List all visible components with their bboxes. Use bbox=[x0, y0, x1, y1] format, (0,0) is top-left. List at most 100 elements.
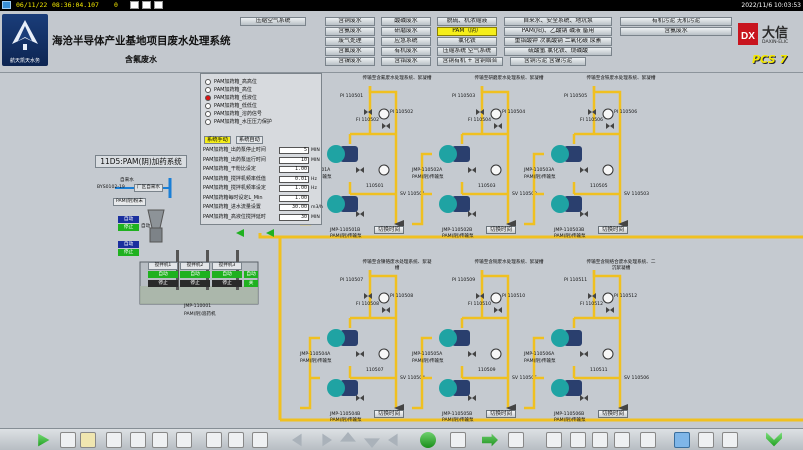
user-icon[interactable] bbox=[674, 432, 690, 448]
next-picture-icon[interactable] bbox=[482, 433, 498, 447]
refresh-icon[interactable] bbox=[420, 432, 436, 448]
switch-time-button[interactable]: 切换时间 bbox=[486, 226, 517, 234]
switch-time-button[interactable]: 切换时间 bbox=[486, 410, 517, 418]
pump-c-tag: 110509 bbox=[478, 368, 496, 373]
print-picture-icon[interactable] bbox=[508, 432, 524, 448]
pressure-tag: PI 110502 bbox=[390, 110, 414, 115]
list-icon[interactable] bbox=[130, 432, 146, 448]
mixer-auto-button[interactable]: 自动 bbox=[180, 271, 210, 278]
faceplate-icon[interactable] bbox=[206, 432, 222, 448]
parameter-input[interactable]: 0.01 bbox=[279, 175, 309, 183]
back-icon[interactable] bbox=[292, 433, 302, 447]
alarm-icon[interactable] bbox=[80, 432, 96, 448]
parameter-input[interactable]: 30.00 bbox=[279, 204, 309, 211]
tank-tag: JMP-110001 bbox=[184, 304, 212, 309]
indicator-row: PAM加药箱_高位 bbox=[205, 86, 252, 94]
valve-name: 厂区自来水 bbox=[134, 184, 163, 192]
nav-button[interactable]: 含铜污泥 含镍污泥 bbox=[510, 57, 586, 66]
nav-button[interactable]: 含铜有机 + 含铜络合 bbox=[437, 57, 503, 66]
report-icon[interactable] bbox=[106, 432, 122, 448]
down-icon[interactable] bbox=[364, 438, 380, 448]
message-icon[interactable] bbox=[130, 1, 139, 9]
hopper-auto-button[interactable]: 自动 bbox=[118, 216, 139, 223]
mixer-auto-button[interactable]: 自动 bbox=[212, 271, 242, 278]
table-icon[interactable] bbox=[152, 432, 168, 448]
indicator-label: PAM加药箱_低低位 bbox=[214, 103, 257, 109]
picture-recall-icon[interactable] bbox=[570, 432, 586, 448]
help-icon[interactable] bbox=[722, 432, 738, 448]
nav-button[interactable]: 废气处理 bbox=[325, 37, 375, 46]
nav-button[interactable]: 研磨废水 bbox=[381, 27, 431, 36]
hopper-stop-button[interactable]: 停止 bbox=[118, 224, 139, 231]
nav-button[interactable]: 重铬酸钾 次氯酸钠 二氧化碳 尿素 bbox=[504, 37, 612, 46]
operator-icon[interactable] bbox=[640, 432, 656, 448]
switch-time-button[interactable]: 切换时间 bbox=[598, 226, 629, 234]
switch-time-button[interactable]: 切换时间 bbox=[374, 226, 405, 234]
parameter-input[interactable]: 10 bbox=[279, 156, 309, 164]
trend-icon[interactable] bbox=[176, 432, 192, 448]
nav-button[interactable]: 含氨废水 bbox=[620, 27, 732, 36]
key-icon[interactable] bbox=[698, 432, 714, 448]
nav-button[interactable]: 含铜废水 bbox=[325, 17, 375, 26]
config-icon[interactable] bbox=[252, 432, 268, 448]
parameter-input[interactable]: 1.00 bbox=[279, 166, 309, 173]
nav-button[interactable]: 压缩系统 空气系统 bbox=[437, 47, 497, 56]
nav-button[interactable]: 应急系统 bbox=[381, 37, 431, 46]
pump-a-name: PAM(阴)传输泵 bbox=[412, 175, 444, 180]
message-list-icon[interactable] bbox=[614, 432, 630, 448]
parameter-label: PAM加药箱_高液位搅拌延时 bbox=[203, 213, 266, 220]
parameter-input[interactable]: 30 bbox=[279, 213, 309, 221]
pump-c-tag: 110507 bbox=[366, 368, 384, 373]
mixer-auto-button[interactable]: 自动 bbox=[148, 271, 178, 278]
mixer-stop-button[interactable]: 停止 bbox=[212, 280, 242, 287]
nav-button[interactable]: 含铬废水 bbox=[381, 57, 431, 66]
nav-button[interactable]: 有机废水 bbox=[381, 47, 431, 56]
up-icon[interactable] bbox=[340, 432, 356, 442]
switch-time-button[interactable]: 切换时间 bbox=[598, 410, 629, 418]
nav-button[interactable]: 氯化铁 bbox=[437, 37, 497, 46]
mixer-off-button[interactable]: 关 bbox=[244, 280, 258, 287]
feeder-auto-button[interactable]: 自动 bbox=[118, 241, 139, 248]
nav-button[interactable]: 自来水、安全系统、地坑泵 bbox=[504, 17, 612, 26]
overview-icon[interactable] bbox=[60, 432, 76, 448]
mode-tab[interactable]: 系统手动 bbox=[204, 136, 231, 144]
print-icon[interactable] bbox=[142, 1, 151, 9]
switch-time-button[interactable]: 切换时间 bbox=[374, 410, 405, 418]
mixer-stop-button[interactable]: 停止 bbox=[180, 280, 210, 287]
daxin-logo: DX 大信 DAXIN-ELIC bbox=[736, 21, 800, 49]
left-icon[interactable] bbox=[388, 433, 398, 447]
parameter-label: PAM加药箱_出药泵运行时间 bbox=[203, 156, 266, 163]
parameter-input[interactable]: 1.00 bbox=[279, 185, 309, 192]
parameter-label: PAM加药箱_进水流量设置 bbox=[203, 204, 261, 210]
lock-icon[interactable] bbox=[154, 1, 163, 9]
nav-button[interactable]: 含氨废水 bbox=[325, 27, 375, 36]
mixer-stop-button[interactable]: 停止 bbox=[148, 280, 178, 287]
mode-tab[interactable]: 系统自动 bbox=[236, 136, 263, 144]
system-icon[interactable] bbox=[228, 432, 244, 448]
zoom-in-icon[interactable] bbox=[450, 432, 466, 448]
brand-caption: 航天凯天水务 bbox=[9, 58, 40, 64]
loop-icon[interactable] bbox=[592, 432, 608, 448]
nav-button[interactable]: PAM（阴） bbox=[437, 27, 497, 36]
start-icon[interactable] bbox=[38, 433, 50, 447]
nav-button[interactable]: 酸碱废水 bbox=[381, 17, 431, 26]
parameter-input[interactable]: 1.00 bbox=[279, 194, 309, 202]
mixer-extra-button[interactable]: 自动 bbox=[244, 271, 258, 278]
nav-button[interactable]: 有机污泥 无机污泥 bbox=[620, 17, 732, 26]
system-menu-icon[interactable] bbox=[2, 1, 11, 9]
nav-button[interactable]: PAM(阳)、乙酸钠 碱液 备用 bbox=[504, 27, 612, 36]
nav-button[interactable]: 含镍废水 bbox=[325, 57, 375, 66]
picture-store-icon[interactable] bbox=[546, 432, 562, 448]
nav-button[interactable]: 硫酸氢 氯化铁、烧碱酸 bbox=[504, 47, 612, 56]
nav-button[interactable]: 含氟废水 bbox=[325, 47, 375, 56]
nav-button[interactable]: 脱硫、机浓缩液 bbox=[437, 17, 497, 26]
nav-button[interactable]: 压缩空气系统 bbox=[240, 17, 306, 26]
forward-icon[interactable] bbox=[322, 433, 332, 447]
collapse-icon[interactable] bbox=[766, 432, 782, 447]
feeder-stop-button[interactable]: 停止 bbox=[118, 249, 139, 256]
parameter-input[interactable]: 5 bbox=[279, 147, 309, 154]
